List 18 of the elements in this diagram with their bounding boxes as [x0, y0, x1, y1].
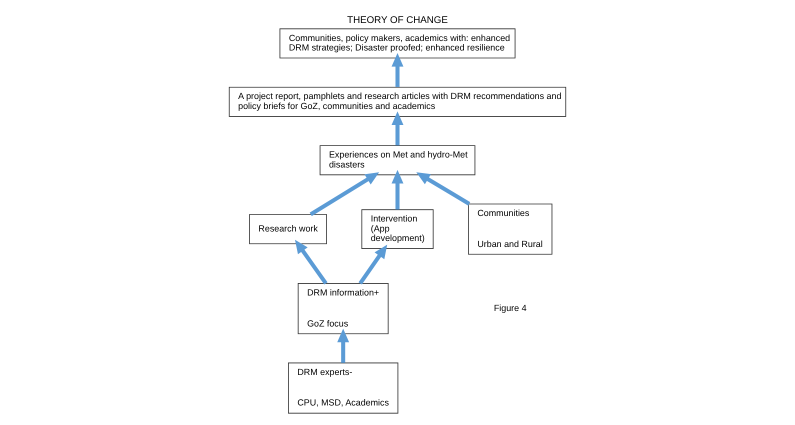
arrow	[310, 172, 380, 216]
arrow	[392, 111, 404, 146]
node-box: Experiences on Met and hydro-Met disasters	[320, 145, 476, 176]
node-box: A project report, pamphlets and research articles with DRM recommendations and policy briefs for GoZ, communities and academics	[228, 86, 566, 117]
arrow	[358, 244, 388, 285]
arrow	[416, 172, 470, 206]
node-box: Communities, policy makers, academics with: enhanced DRM strategies; Disaster proofed; enhanced resilience	[280, 28, 516, 58]
node-box: Intervention (App development)	[361, 209, 434, 249]
node-box: DRM experts- CPU, MSD, Academics	[288, 362, 398, 414]
arrow	[337, 328, 350, 363]
caption: Figure 4	[494, 302, 527, 313]
node-box: DRM information+ GoZ focus	[298, 283, 389, 334]
diagram-title: THEORY OF CHANGE	[347, 14, 448, 26]
node-box: Communities Urban and Rural	[468, 204, 552, 255]
node-box: Research work	[249, 214, 327, 244]
arrow	[392, 53, 404, 87]
arrow	[294, 240, 328, 285]
arrow	[392, 170, 404, 210]
